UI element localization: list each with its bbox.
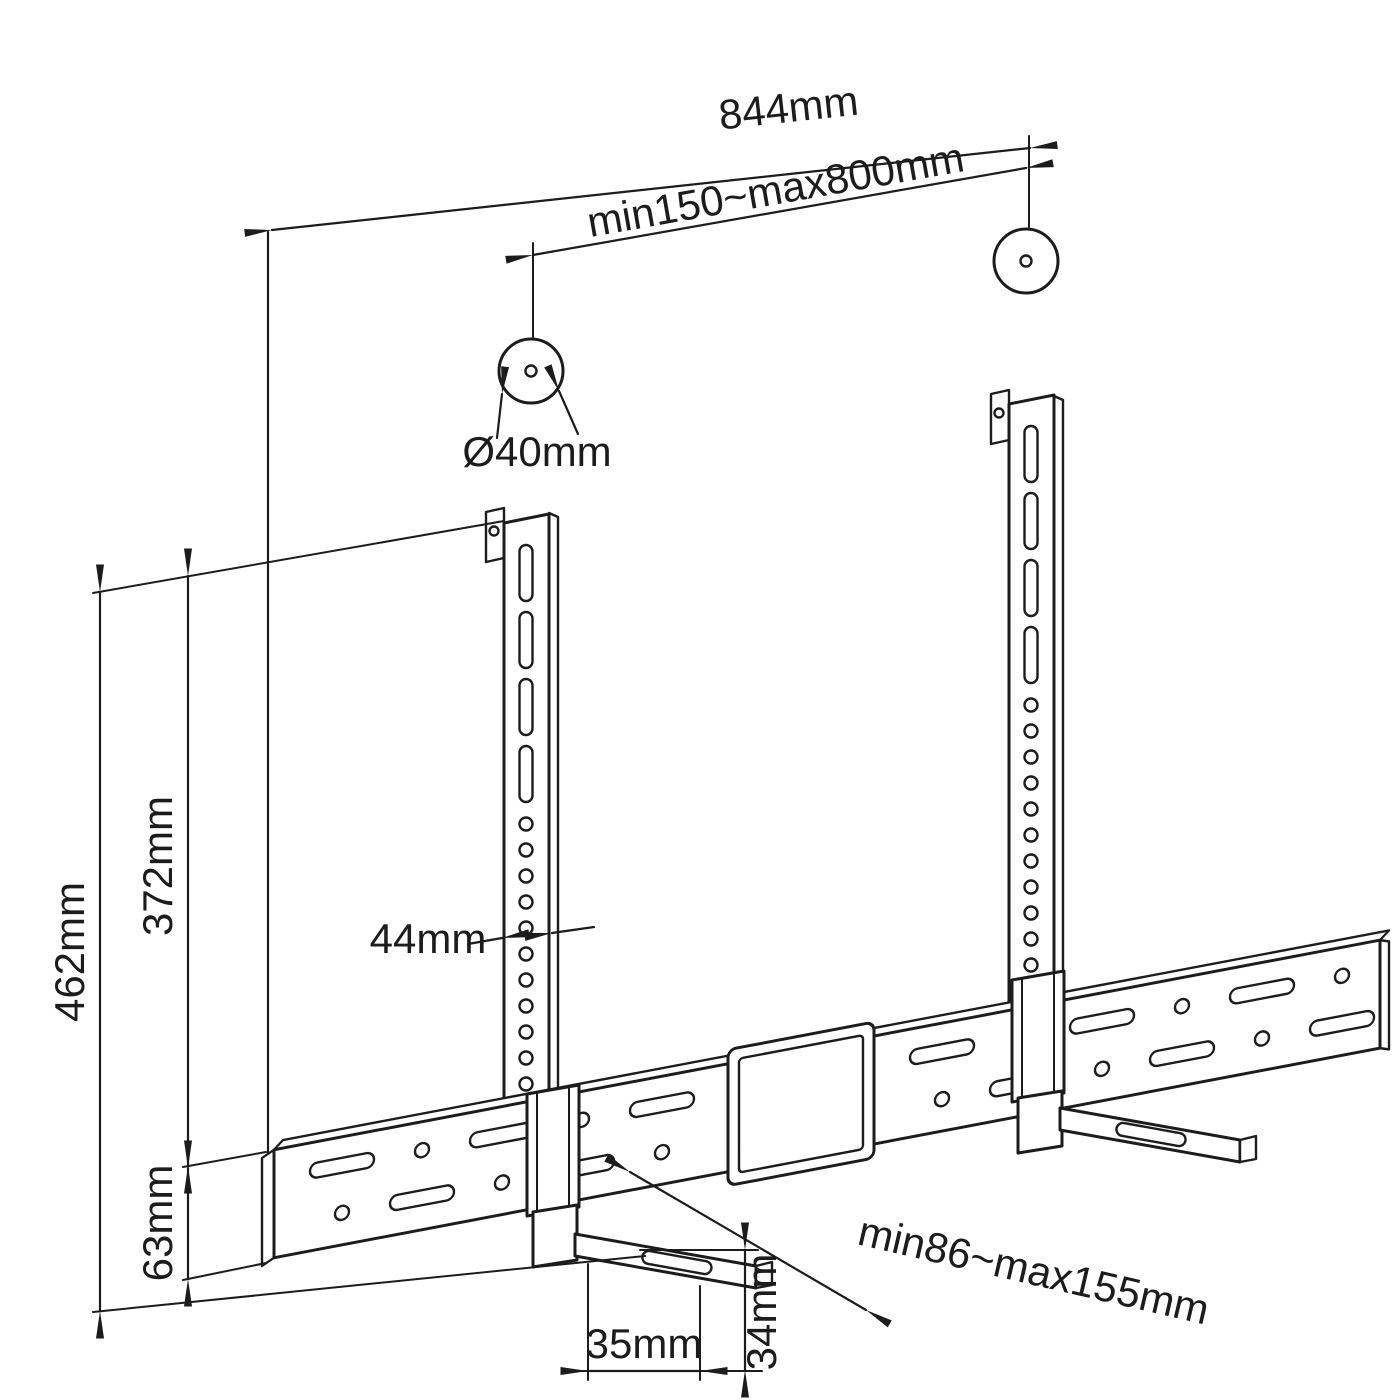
arrow-stub bbox=[524, 925, 596, 941]
extension-line bbox=[182, 1262, 267, 1281]
right-vesa-upright bbox=[989, 388, 1065, 1007]
dim-foot-slot-width: 35mm bbox=[560, 1263, 728, 1381]
hole bbox=[1023, 827, 1039, 843]
dim-upright-width-label: 44mm bbox=[370, 915, 487, 962]
hole bbox=[1023, 801, 1039, 817]
hole bbox=[518, 920, 534, 936]
flange-hole bbox=[993, 407, 1005, 419]
dimension-line bbox=[505, 159, 1054, 264]
slot bbox=[518, 610, 534, 670]
sleeve bbox=[1010, 969, 1066, 1104]
leader-line bbox=[544, 364, 580, 436]
arrow-stub bbox=[466, 929, 530, 946]
slot bbox=[518, 677, 534, 737]
hole bbox=[518, 894, 534, 910]
dim-rail-height: 63mm bbox=[134, 1140, 267, 1307]
hole bbox=[1023, 879, 1039, 895]
hole bbox=[1023, 957, 1039, 973]
dim-washer-diameter: Ø40mm bbox=[462, 364, 612, 475]
washer-hole bbox=[524, 364, 538, 378]
dim-washer-diameter-label: Ø40mm bbox=[462, 428, 611, 475]
hole bbox=[1023, 749, 1039, 765]
hole bbox=[1023, 931, 1039, 947]
center-connector-inner bbox=[737, 1034, 865, 1174]
sleeve-channel-lines bbox=[536, 1086, 570, 1215]
right-mounting-washer bbox=[992, 227, 1060, 295]
dim-overall-height-label: 462mm bbox=[46, 882, 93, 1022]
dim-upright-width: 44mm bbox=[370, 915, 596, 962]
hole bbox=[518, 1050, 534, 1066]
hole bbox=[518, 816, 534, 832]
hole bbox=[518, 972, 534, 988]
washer-hole bbox=[1019, 254, 1033, 268]
dim-foot-lip-height-label: 34mm bbox=[738, 1254, 785, 1371]
slot bbox=[1023, 625, 1039, 685]
hole bbox=[1023, 905, 1039, 921]
hole bbox=[1023, 853, 1039, 869]
foot-slot bbox=[1115, 1121, 1187, 1148]
hole bbox=[518, 868, 534, 884]
slot bbox=[518, 543, 534, 603]
sleeve-channel-lines bbox=[1021, 972, 1055, 1101]
slot bbox=[1023, 558, 1039, 618]
hole bbox=[1023, 697, 1039, 713]
dim-upright-height-label: 372mm bbox=[134, 796, 181, 936]
hole bbox=[1023, 723, 1039, 739]
extension-line bbox=[92, 520, 505, 594]
leader-line bbox=[495, 366, 510, 440]
left-mounting-washer bbox=[497, 337, 565, 405]
clamp-arm bbox=[531, 1203, 579, 1269]
extension-line bbox=[182, 1151, 267, 1168]
flange-hole bbox=[488, 525, 500, 537]
dim-upright-height: 372mm bbox=[134, 548, 267, 1194]
hole bbox=[518, 842, 534, 858]
slot bbox=[1023, 491, 1039, 551]
clamp-arm bbox=[1016, 1089, 1064, 1155]
rail-left-end-cap bbox=[260, 1148, 276, 1268]
dim-foot-lip-height: 34mm bbox=[639, 1222, 785, 1398]
hole bbox=[1023, 775, 1039, 791]
hole bbox=[518, 1076, 534, 1092]
sleeve bbox=[525, 1083, 581, 1218]
dim-foot-slot-width-label: 35mm bbox=[586, 1320, 703, 1367]
dim-rail-height-label: 63mm bbox=[134, 1165, 181, 1282]
right-clamp-assembly bbox=[1010, 969, 1258, 1164]
clamp-foot-lip bbox=[1238, 1134, 1258, 1164]
slot bbox=[1023, 424, 1039, 484]
dim-overall-height: 462mm bbox=[46, 520, 646, 1339]
hole bbox=[518, 1024, 534, 1040]
hole bbox=[518, 946, 534, 962]
slot bbox=[518, 744, 534, 804]
hole bbox=[518, 998, 534, 1014]
